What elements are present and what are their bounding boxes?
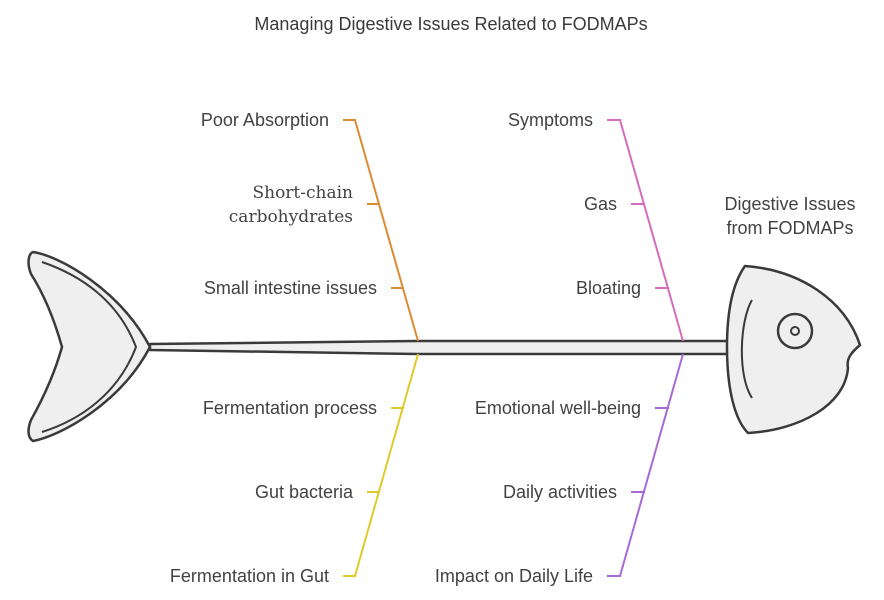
head-label-line2: from FODMAPs — [726, 218, 853, 238]
branch-poor-absorption — [343, 119, 419, 342]
cause-label-short-chain: Short-chain — [252, 183, 353, 203]
branch-impact — [607, 353, 684, 577]
cause-label-gas: Gas — [584, 194, 617, 214]
cause-label-fermentation-process: Fermentation process — [203, 398, 377, 418]
category-label-impact: Impact on Daily Life — [435, 566, 593, 586]
fish-head — [725, 264, 862, 435]
head-label-line1: Digestive Issues — [724, 194, 855, 214]
cause-label-bloating: Bloating — [576, 278, 641, 298]
category-label-symptoms: Symptoms — [508, 110, 593, 130]
branch-symptoms — [607, 119, 684, 342]
cause-label-small-intestine: Small intestine issues — [204, 278, 377, 298]
fish-tail — [27, 250, 152, 443]
category-label-fermentation: Fermentation in Gut — [170, 566, 329, 586]
diagram-title: Managing Digestive Issues Related to FOD… — [254, 14, 647, 34]
cause-label-gut-bacteria: Gut bacteria — [255, 482, 354, 502]
category-label-poor-absorption: Poor Absorption — [201, 110, 329, 130]
fish-spine — [148, 339, 735, 356]
cause-label-carbohydrates: carbohydrates — [229, 207, 353, 227]
cause-label-daily-activities: Daily activities — [503, 482, 617, 502]
cause-label-emotional: Emotional well-being — [475, 398, 641, 418]
branch-fermentation — [343, 353, 419, 577]
